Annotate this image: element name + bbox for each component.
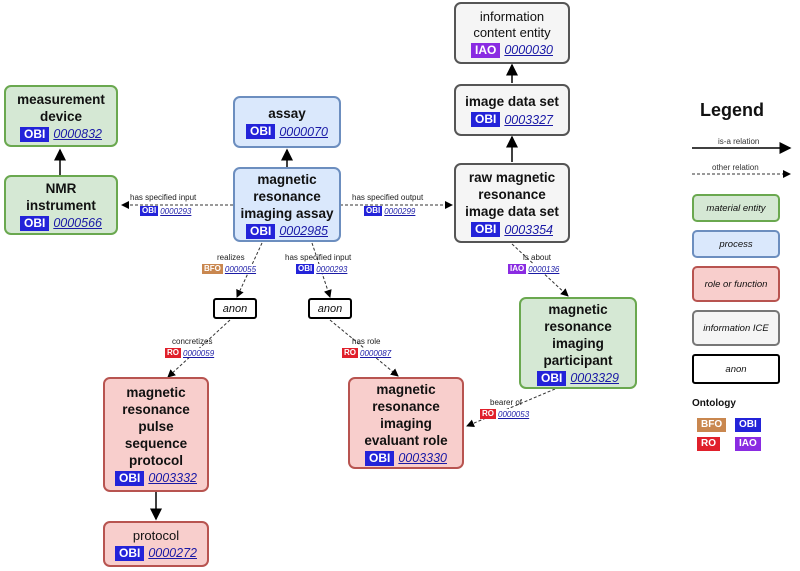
edge-label-has-specified-input-left: has specified input xyxy=(130,193,197,202)
node-label: NMR instrument xyxy=(26,180,96,213)
ontology-badge: RO xyxy=(165,348,181,358)
node-label: magnetic resonance imaging evaluant role xyxy=(364,381,448,448)
relation-id-link[interactable]: 0000055 xyxy=(224,264,257,274)
term-id-link[interactable]: 0000272 xyxy=(148,546,197,560)
node-anon-left[interactable]: anon xyxy=(213,298,257,319)
edge-label-is-about: is about xyxy=(523,253,552,262)
rel-bearer-of xyxy=(466,388,556,427)
node-raw-mr-image-data-set[interactable]: raw magnetic resonance image data set OB… xyxy=(454,163,570,243)
legend-information-ice: information ICE xyxy=(692,310,780,346)
term-id-link[interactable]: 0003332 xyxy=(148,471,197,485)
node-label: assay xyxy=(268,106,306,121)
ontology-badge: OBI xyxy=(536,370,567,386)
node-label: magnetic resonance pulse sequence protoc… xyxy=(122,384,190,468)
term-id-link[interactable]: 0003327 xyxy=(504,112,553,127)
legend-material-entity: material entity xyxy=(692,194,780,222)
node-label: information content entity xyxy=(473,8,551,40)
legend-process: process xyxy=(692,230,780,258)
ontology-badge: IAO xyxy=(470,42,501,58)
ontology-badge: RO xyxy=(480,409,496,419)
node-label: measurement device xyxy=(17,91,105,124)
legend-badge-bfo: BFO xyxy=(697,418,727,432)
node-label: image data set xyxy=(465,94,559,109)
edge-label-realizes: realizes xyxy=(217,253,245,262)
term-id-link[interactable]: 0003330 xyxy=(398,451,447,465)
node-mr-imaging-evaluant-role[interactable]: magnetic resonance imaging evaluant role… xyxy=(348,377,464,469)
legend-title: Legend xyxy=(700,100,765,120)
relation-id-link[interactable]: 0000059 xyxy=(183,348,215,358)
ontology-badge: BFO xyxy=(202,264,223,274)
edge-label-has-specified-output: has specified output xyxy=(352,193,424,202)
ontology-badge: OBI xyxy=(364,206,383,216)
term-id-link[interactable]: 0002985 xyxy=(279,224,328,238)
node-anon-mid[interactable]: anon xyxy=(308,298,352,319)
edge-label-bearer-of: bearer of xyxy=(490,398,523,407)
ontology-badge: RO xyxy=(342,348,358,358)
legend-isa-label: is-a relation xyxy=(718,137,760,146)
ontology-badge: IAO xyxy=(508,264,527,274)
legend-role-or-function: role or function xyxy=(692,266,780,302)
ontology-badge: OBI xyxy=(364,450,395,466)
node-label: raw magnetic resonance image data set xyxy=(465,170,559,219)
relation-id-link[interactable]: 0000293 xyxy=(160,206,192,216)
node-label: protocol xyxy=(132,527,180,543)
term-id-link[interactable]: 0000070 xyxy=(279,124,328,139)
legend-badge-iao: IAO xyxy=(735,437,761,451)
ontology-badge: OBI xyxy=(245,223,276,239)
relation-id-link[interactable]: 0000087 xyxy=(360,348,392,358)
edge-label-has-role: has role xyxy=(352,337,381,346)
relation-id-link[interactable]: 0000053 xyxy=(498,409,530,419)
node-label: anon xyxy=(222,302,248,315)
ontology-badge: OBI xyxy=(114,545,145,561)
term-id-link[interactable]: 0000566 xyxy=(53,216,102,230)
node-label: magnetic resonance imaging assay xyxy=(240,171,334,221)
term-id-link[interactable]: 0000832 xyxy=(53,127,102,141)
ontology-badge: OBI xyxy=(470,112,501,127)
ontology-badge: OBI xyxy=(296,264,315,274)
legend-other-label: other relation xyxy=(712,163,759,172)
node-mr-pulse-sequence-protocol[interactable]: magnetic resonance pulse sequence protoc… xyxy=(103,377,209,492)
legend-ontology-title: Ontology xyxy=(692,398,736,409)
legend-anon: anon xyxy=(692,354,780,384)
term-id-link[interactable]: 0000030 xyxy=(504,43,553,57)
ontology-badge: OBI xyxy=(19,126,50,142)
relation-id-link[interactable]: 0000299 xyxy=(384,206,416,216)
ontology-badge: OBI xyxy=(140,206,159,216)
node-label: magnetic resonance imaging participant xyxy=(543,301,613,368)
ontology-badge: OBI xyxy=(245,124,276,139)
ontology-badge: OBI xyxy=(470,222,501,237)
relation-id-link[interactable]: 0000136 xyxy=(528,264,560,274)
ontology-badge: OBI xyxy=(114,470,145,486)
rel-has-input-mid xyxy=(311,242,332,298)
legend-badge-obi: OBI xyxy=(735,418,761,432)
node-label: anon xyxy=(317,302,343,315)
term-id-link[interactable]: 0003329 xyxy=(570,371,619,385)
rel-is-about xyxy=(511,243,569,297)
edge-label-has-specified-input-mid: has specified input xyxy=(285,253,352,262)
relation-id-link[interactable]: 0000293 xyxy=(316,264,348,274)
edge-label-concretizes: concretizes xyxy=(172,337,213,346)
ontology-badge: OBI xyxy=(19,215,50,231)
term-id-link[interactable]: 0003354 xyxy=(504,222,553,237)
legend-badge-ro: RO xyxy=(697,437,720,451)
node-mr-imaging-participant[interactable]: magnetic resonance imaging participant O… xyxy=(519,297,637,389)
